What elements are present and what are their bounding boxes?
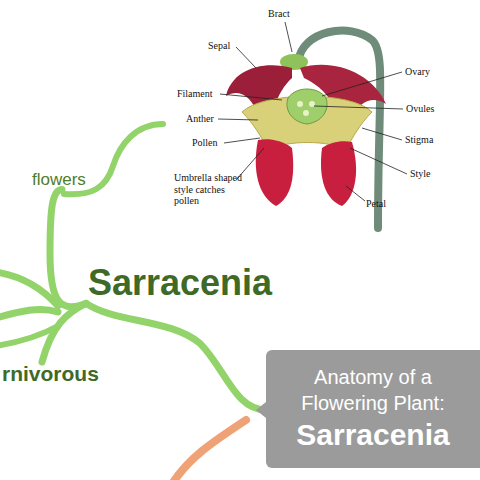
part-label: Ovary [405, 66, 430, 78]
callout-box: Anatomy of a Flowering Plant:Sarracenia [266, 350, 480, 468]
topic-text: rnivorous [2, 362, 99, 386]
branch-topic: rnivorous [2, 362, 99, 386]
part-label: Sepal [208, 40, 230, 52]
branch-left [0, 310, 58, 318]
part-label: Filament [177, 88, 213, 100]
part-label: Style [410, 168, 431, 180]
petal [256, 139, 293, 206]
mindmap-branch [42, 303, 86, 362]
branch-topic: flowers [32, 170, 86, 190]
central-topic: Sarracenia [86, 262, 274, 303]
leader-line [236, 47, 256, 68]
ovule [303, 110, 309, 116]
leader-line [224, 138, 260, 143]
topic-text: Anatomy of a Flowering Plant: [275, 364, 471, 416]
petal [321, 141, 356, 206]
leader-line [285, 22, 292, 52]
leader-line [350, 148, 407, 174]
part-label: Bract [268, 8, 290, 20]
leader-line [220, 94, 282, 100]
branch-orange [172, 420, 246, 480]
part-label: Umbrella shaped style catches pollen [174, 172, 244, 207]
part-label: Stigma [405, 134, 433, 146]
part-label: Pollen [192, 137, 218, 149]
part-label: Ovules [406, 103, 434, 115]
part-label: Anther [186, 113, 214, 125]
ovule [297, 101, 303, 107]
part-label: Petal [366, 198, 386, 210]
mindmap-branch [50, 190, 86, 307]
leader-line [362, 128, 402, 140]
topic-text: Sarracenia [88, 262, 272, 303]
leader-line [218, 119, 258, 120]
topic-text: flowers [32, 170, 86, 190]
leader-line [314, 106, 403, 109]
leader-line [346, 186, 365, 201]
picture-ground [168, 4, 446, 230]
leader-line [322, 72, 402, 96]
mindmap-branch [86, 303, 266, 410]
callout-pointer [256, 402, 266, 418]
topic-subtext: Sarracenia [275, 416, 471, 454]
